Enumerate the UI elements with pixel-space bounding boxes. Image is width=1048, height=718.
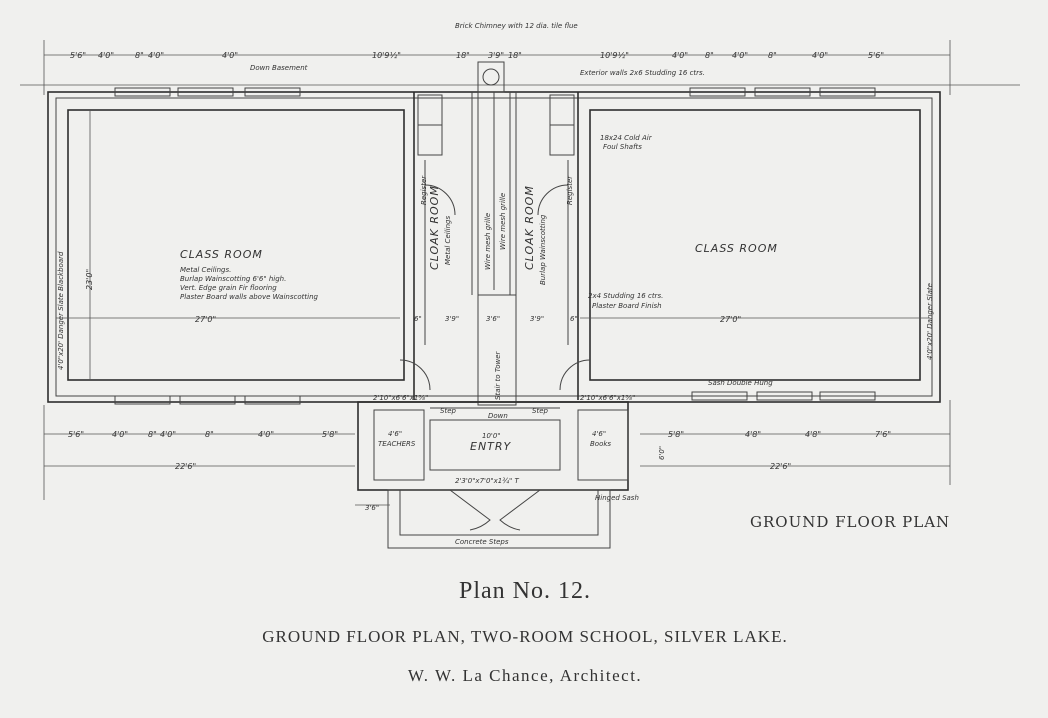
dimension-label: 8" <box>148 430 157 439</box>
dimension-label: 5'6" <box>70 51 86 60</box>
dimension-label: 4'0" <box>732 51 748 60</box>
class-room-right-label: CLASS ROOM <box>695 242 778 255</box>
cloak-room-right-note: Burlap Wainscotting <box>539 214 547 285</box>
class-room-right-width: 27'0" <box>720 315 741 324</box>
dimension-label: 10'9½" <box>372 51 401 60</box>
corridor-dim: 6" <box>570 315 578 323</box>
shafts-note-2: Foul Shafts <box>603 143 642 151</box>
door-left-size: 2'10"x6'6"x1⅜" <box>373 394 428 402</box>
corridor-dim: 6" <box>414 315 422 323</box>
corridor-dim: 3'6" <box>486 315 500 323</box>
dimension-label: 8" <box>135 51 144 60</box>
step-right: Step <box>532 407 548 415</box>
dimension-label: 18" <box>508 51 522 60</box>
entry-width: 10'0" <box>482 432 501 440</box>
concrete-steps-note: Concrete Steps <box>455 538 509 546</box>
drawing-title: GROUND FLOOR PLAN <box>750 513 950 531</box>
spec-line: Plaster Board walls above Wainscotting <box>180 293 319 301</box>
basement-note: Down Basement <box>250 64 308 72</box>
architect-credit: W. W. La Chance, Architect. <box>408 666 642 685</box>
plan-number: Plan No. 12. <box>459 578 591 604</box>
central-block <box>399 92 591 406</box>
entry-depth: 6'0" <box>658 446 666 460</box>
dimension-label: 5'8" <box>322 430 338 439</box>
stair-note: Stair to Tower <box>494 350 502 400</box>
teachers-width: 4'6" <box>388 430 402 438</box>
dimension-label: 8" <box>205 430 214 439</box>
shaft-note: Wire mesh grille <box>499 193 507 250</box>
dimension-label: 5'6" <box>68 430 84 439</box>
books-label: Books <box>590 440 611 448</box>
teachers-label: TEACHERS <box>378 440 416 448</box>
entry-label: ENTRY <box>470 440 512 453</box>
register-label: Register <box>420 175 428 205</box>
exterior-walls-note: Exterior walls 2x6 Studding 16 ctrs. <box>580 69 705 77</box>
entry-door-size: 2'3'0"x7'0"x1¾" T <box>455 477 519 485</box>
spec-line: Burlap Wainscotting 6'6" high. <box>180 275 286 283</box>
total-dimension-label: 22'6" <box>175 462 196 471</box>
dimension-label: 4'0" <box>160 430 176 439</box>
down-label: Down <box>488 412 508 420</box>
class-room-left-depth: 23'0" <box>85 269 94 290</box>
studding-note-2: Plaster Board Finish <box>592 302 662 310</box>
shafts-note: 18x24 Cold Air <box>600 134 653 142</box>
total-dimension-label: 22'6" <box>770 462 791 471</box>
windows <box>114 87 876 405</box>
hinged-sash-note: Hinged Sash <box>595 494 639 502</box>
dimension-label: 18" <box>456 51 470 60</box>
blackboard-left-note: 4'0"x20' Danger Slate Blackboard <box>57 251 65 370</box>
dimension-label: 4'8" <box>745 430 761 439</box>
corridor-dim: 3'9" <box>530 315 544 323</box>
dimension-label: 8" <box>705 51 714 60</box>
books-width: 4'6" <box>592 430 606 438</box>
step-left: Step <box>440 407 456 415</box>
dimension-label: 4'0" <box>258 430 274 439</box>
dimension-label: 4'0" <box>98 51 114 60</box>
chimney-note: Brick Chimney with 12 dia. tile flue <box>455 22 578 30</box>
studding-note: 2x4 Studding 16 ctrs. <box>588 292 663 300</box>
plan-title: GROUND FLOOR PLAN, TWO-ROOM SCHOOL, SILV… <box>262 627 787 646</box>
cloak-room-left-label: CLOAK ROOM <box>428 185 441 270</box>
cloak-room-left-note: Metal Ceilings <box>444 216 452 265</box>
entry-vestibule <box>357 401 629 549</box>
class-room-left-width: 27'0" <box>195 315 216 324</box>
step-width: 3'6" <box>365 504 379 512</box>
dimension-label: 8" <box>768 51 777 60</box>
dimension-label: 4'0" <box>222 51 238 60</box>
dimension-label: 5'8" <box>668 430 684 439</box>
blackboard-right-note: 4'0"x20' Danger Slate <box>926 283 934 360</box>
corridor-dim: 3'9" <box>445 315 459 323</box>
cloak-room-right-label: CLOAK ROOM <box>523 185 536 270</box>
dimension-label: 3'9" <box>488 51 504 60</box>
door-right-size: 2'10"x6'6"x1⅜" <box>580 394 635 402</box>
dimension-label: 4'0" <box>812 51 828 60</box>
spec-line: Vert. Edge grain Fir flooring <box>180 284 277 292</box>
bottom-dimension-lines <box>43 400 951 506</box>
dimension-label: 4'0" <box>112 430 128 439</box>
top-dimension-line <box>20 40 1020 95</box>
dimension-label: 5'6" <box>868 51 884 60</box>
dimension-label: 4'0" <box>672 51 688 60</box>
class-room-left-label: CLASS ROOM <box>180 248 263 261</box>
sash-note: Sash Double Hung <box>708 379 773 387</box>
dimension-label: 4'8" <box>805 430 821 439</box>
dimension-label: 10'9½" <box>600 51 629 60</box>
spec-line: Metal Ceilings. <box>180 266 231 274</box>
register-label: Register <box>566 175 574 205</box>
shaft-note: Wire mesh grille <box>484 213 492 270</box>
dimension-label: 7'6" <box>875 430 891 439</box>
dimension-label: 4'0" <box>148 51 164 60</box>
